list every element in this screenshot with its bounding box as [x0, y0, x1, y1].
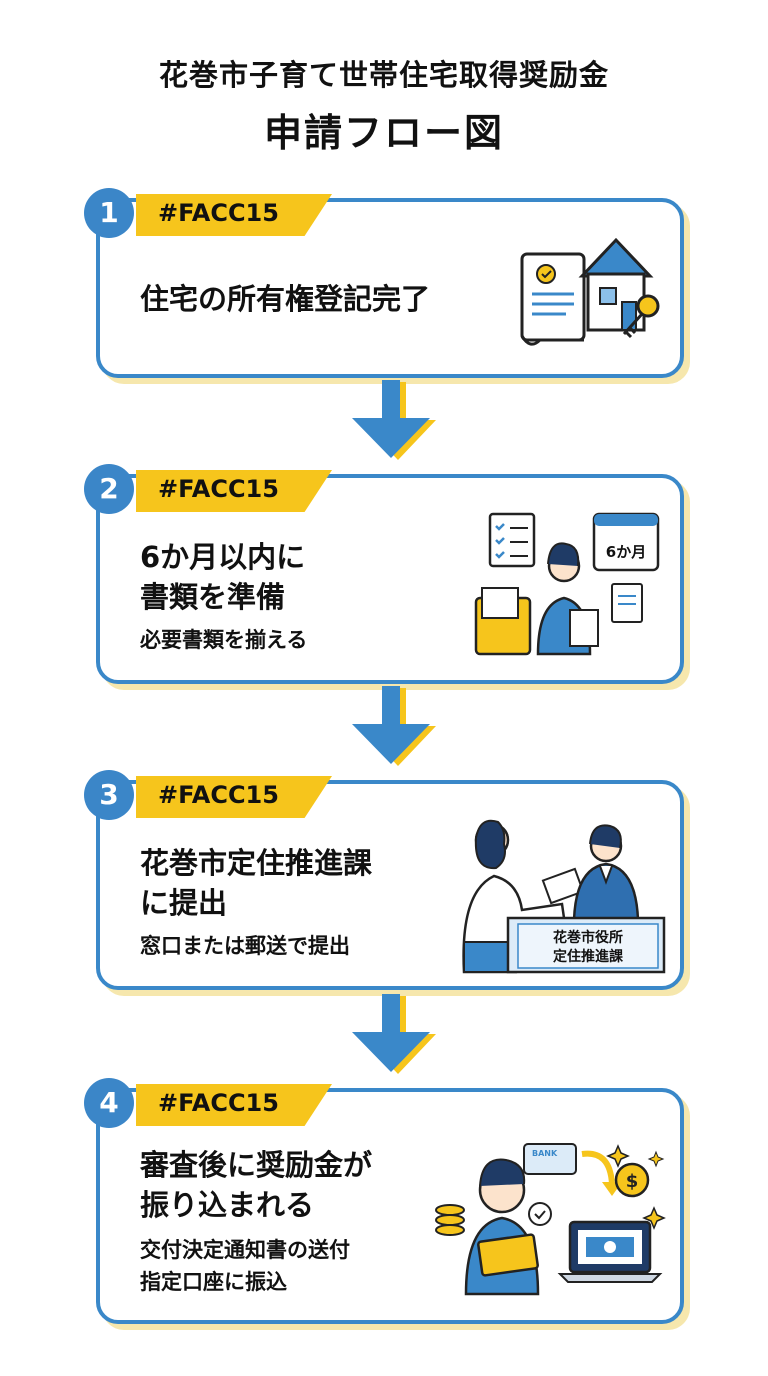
step-4-card: 4 #FACC15 審査後に奨励金が 振り込まれる 交付決定通知書の送付 指定口…: [84, 1078, 690, 1330]
bank-transfer-icon: BANK $: [435, 1143, 666, 1296]
step-3-heading-line2: に提出: [140, 886, 228, 920]
step-4-tag-label: #FACC15: [158, 1089, 279, 1117]
step-2-card: 2 #FACC15 6か月以内に 書類を準備 必要書類を揃える 6か月: [84, 464, 690, 690]
step-2-tag-label: #FACC15: [158, 475, 279, 503]
step-4-heading-line2: 振り込まれる: [140, 1188, 315, 1222]
step-1-heading: 住宅の所有権登記完了: [140, 282, 431, 316]
step-4-sub-line1: 交付決定通知書の送付: [140, 1238, 350, 1262]
step-2-sub: 必要書類を揃える: [140, 628, 308, 652]
documents-calendar-person-icon: 6か月: [474, 512, 660, 656]
step-1-number: 1: [84, 188, 134, 238]
step-4-sub-line2: 指定口座に振込: [140, 1270, 287, 1294]
step-4-heading-line1: 審査後に奨励金が: [140, 1148, 373, 1182]
step-2-number: 2: [84, 464, 134, 514]
step-4-number: 4: [84, 1078, 134, 1128]
svg-text:$: $: [626, 1171, 639, 1192]
step-3-number: 3: [84, 770, 134, 820]
house-deed-key-icon: [520, 237, 660, 346]
bank-card-label: BANK: [532, 1149, 558, 1158]
flow-arrow-2: [352, 686, 436, 766]
step-3-tag: #FACC15: [136, 776, 332, 818]
step-4-tag: #FACC15: [136, 1084, 332, 1126]
step-3-sub: 窓口または郵送で提出: [140, 934, 350, 958]
step-1-card: 1 #FACC15 住宅の所有権登記完了: [84, 188, 690, 384]
step-3-card: 3 #FACC15 花巻市定住推進課 に提出 窓口または郵送で提出 花巻市役所 …: [84, 770, 690, 996]
page-title-line2: 申請フロー図: [263, 111, 504, 155]
counter-sign-line2: 定住推進課: [553, 948, 624, 965]
step-3-tag-label: #FACC15: [158, 781, 279, 809]
step-3-heading-line1: 花巻市定住推進課: [140, 846, 373, 880]
flow-arrow-3: [352, 994, 436, 1074]
step-2-heading-line2: 書類を準備: [140, 580, 286, 614]
step-2-heading-line1: 6か月以内に: [140, 540, 306, 574]
flow-arrow-1: [352, 380, 436, 460]
step-1-tag: #FACC15: [136, 194, 332, 236]
step-1-tag-label: #FACC15: [158, 199, 279, 227]
page-title-line1: 花巻市子育て世帯住宅取得奨励金: [158, 58, 609, 92]
calendar-label: 6か月: [606, 543, 646, 561]
step-2-tag: #FACC15: [136, 470, 332, 512]
counter-submission-icon: 花巻市役所 定住推進課: [462, 819, 666, 974]
counter-sign-line1: 花巻市役所: [553, 929, 623, 946]
